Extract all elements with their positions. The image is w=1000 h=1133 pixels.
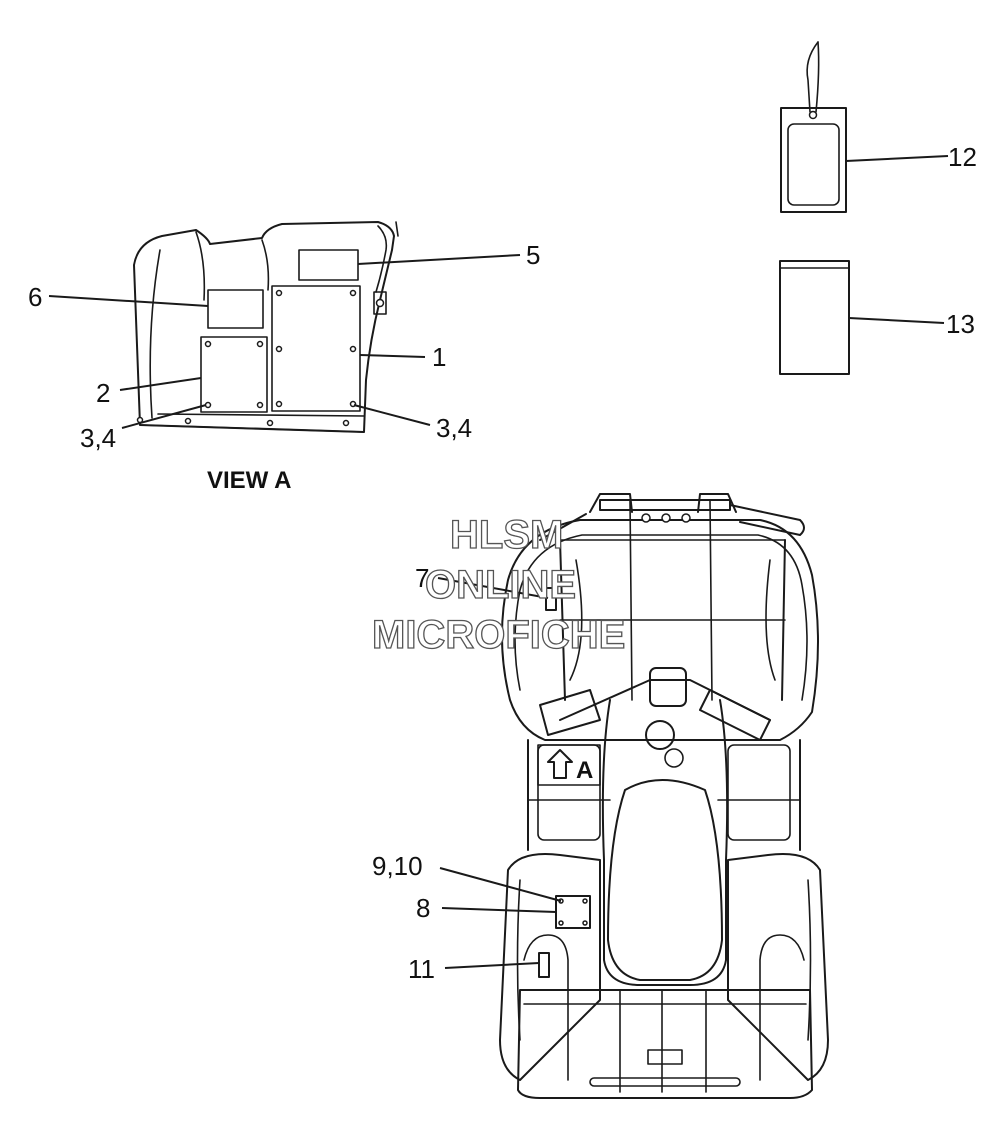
label-2 [200,336,268,413]
callout-12: 12 [948,142,977,172]
label-7 [545,587,557,611]
arrow-label: A [576,757,593,784]
watermark-line-3: MICROFICHE [372,613,625,657]
view-a-title: VIEW A [207,467,291,494]
callout-6: 6 [28,282,42,312]
callout-3-4-left: 3,4 [80,423,116,453]
watermark-line-1: HLSM [450,513,563,557]
callout-8: 8 [416,893,430,923]
callout-13: 13 [946,309,975,339]
callout-2: 2 [96,378,110,408]
callout-1: 1 [432,342,446,372]
callout-3-4-right: 3,4 [436,413,472,443]
view-a-fender [133,221,399,433]
callout-7: 7 [415,563,429,593]
label-5 [298,249,359,281]
hang-tag-12 [780,41,847,213]
label-11 [538,952,550,978]
atv-top-view [499,493,829,1099]
watermark: HLSM ONLINE MICROFICHE [371,512,626,657]
callout-9-10: 9,10 [372,851,423,881]
callout-5: 5 [526,240,540,270]
label-1 [271,285,361,412]
card-13 [779,260,850,375]
watermark-line-2: ONLINE [425,563,576,607]
label-6 [207,289,264,329]
view-a-arrow-box: A [537,744,601,786]
label-8 [555,895,591,929]
callout-11: 11 [408,954,435,984]
